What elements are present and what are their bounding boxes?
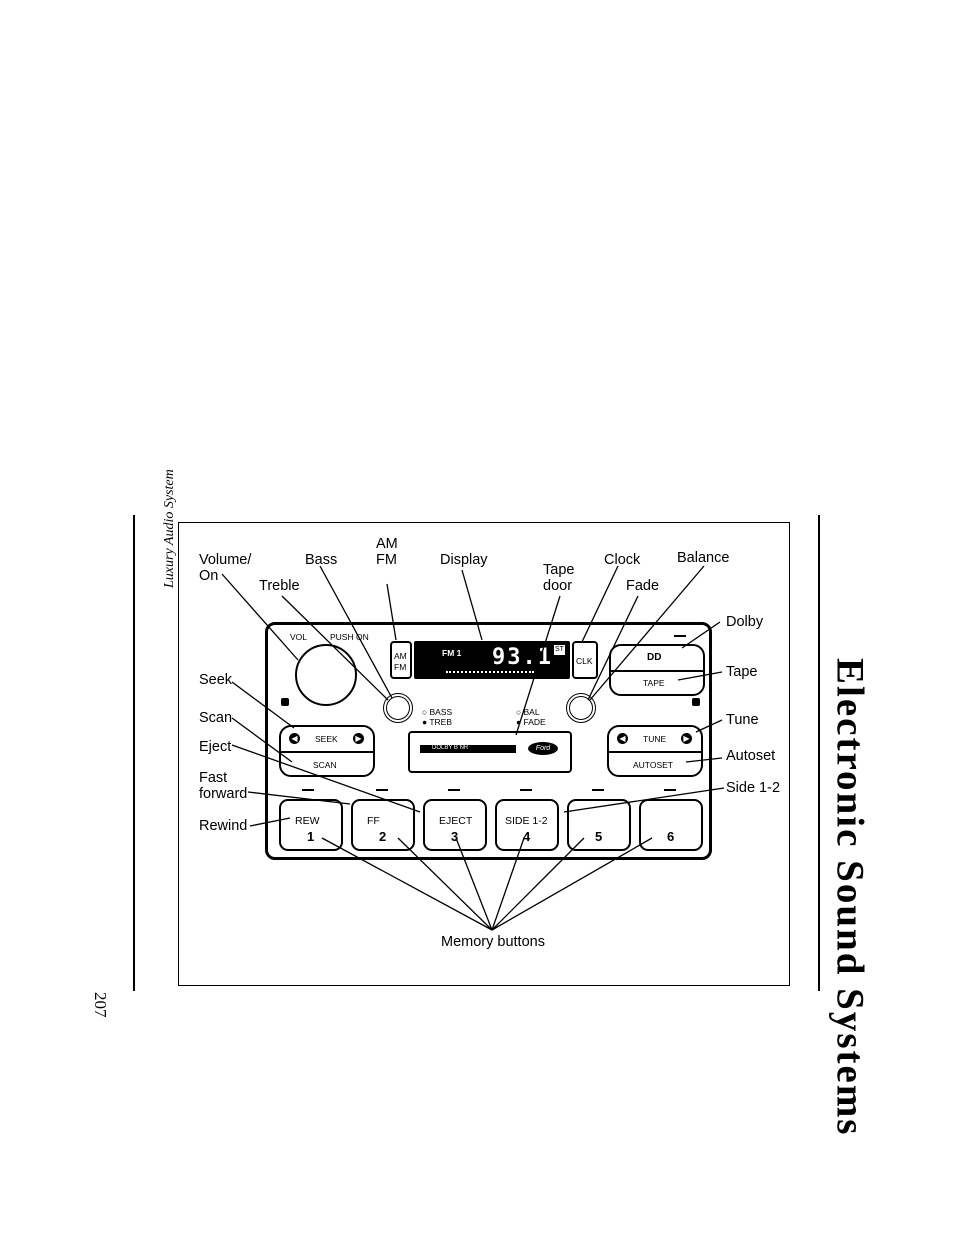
ford-logo: Ford	[528, 742, 558, 755]
callout-am-fm: AM FM	[376, 536, 398, 568]
preset-label: FF	[367, 815, 380, 827]
preset-button-1[interactable]: REW 1	[279, 799, 343, 851]
preset-indicator	[664, 789, 676, 791]
tune-down-icon[interactable]: ◀	[617, 733, 628, 744]
preset-indicator	[376, 789, 388, 791]
seek-right-icon[interactable]: ▶	[353, 733, 364, 744]
seek-left-icon[interactable]: ◀	[289, 733, 300, 744]
radio-unit: VOL PUSH ON AM FM FM 1 93.1 ST CLK ○ BAS…	[265, 622, 712, 860]
preset-button-6[interactable]: 6	[639, 799, 703, 851]
fade-label: ● FADE	[516, 717, 546, 727]
tune-up-icon[interactable]: ▶	[681, 733, 692, 744]
callout-bass: Bass	[305, 552, 338, 568]
figure-frame	[178, 522, 790, 986]
callout-rewind: Rewind	[199, 818, 248, 834]
preset-label: REW	[295, 815, 320, 827]
display-band: FM 1	[442, 648, 462, 658]
preset-indicator	[592, 789, 604, 791]
balance-fade-knob[interactable]	[566, 693, 596, 723]
preset-indicator	[302, 789, 314, 791]
preset-number: 2	[379, 829, 387, 844]
callout-tune: Tune	[726, 712, 759, 728]
preset-button-4[interactable]: SIDE 1-2 4	[495, 799, 559, 851]
tape-indicator	[674, 635, 686, 637]
clock-button[interactable]: CLK	[572, 641, 598, 679]
bass-label: ○ BASS	[422, 707, 453, 717]
preset-label: EJECT	[439, 815, 473, 827]
autoset-button[interactable]: AUTOSET	[633, 760, 673, 770]
seek-scan-control: ◀ SEEK ▶ SCAN	[279, 725, 375, 777]
am-label: AM	[394, 651, 407, 661]
indicator-dot	[692, 698, 700, 706]
tune-autoset-control: ◀ TUNE ▶ AUTOSET	[607, 725, 703, 777]
scan-button[interactable]: SCAN	[313, 760, 337, 770]
callout-display: Display	[440, 552, 488, 568]
callout-autoset: Autoset	[726, 748, 776, 764]
callout-tape-door: Tape door	[543, 562, 575, 594]
tape-door[interactable]: DOLBY B NR Ford	[408, 731, 572, 773]
volume-knob[interactable]	[295, 644, 357, 706]
left-margin-rule	[133, 515, 135, 991]
callout-tape: Tape	[726, 664, 758, 680]
preset-button-5[interactable]: 5	[567, 799, 631, 851]
preset-button-3[interactable]: EJECT 3	[423, 799, 487, 851]
callout-clock: Clock	[604, 552, 641, 568]
dolby-button[interactable]: DD	[647, 652, 662, 663]
treb-label: ● TREB	[422, 717, 453, 727]
preset-indicator	[448, 789, 460, 791]
vol-label: VOL	[290, 632, 308, 642]
dolby-b-nr-label: DOLBY B NR	[432, 745, 469, 751]
signal-bar	[446, 671, 534, 675]
callout-dolby: Dolby	[726, 614, 764, 630]
clk-label: CLK	[576, 656, 593, 666]
preset-label: SIDE 1-2	[505, 815, 548, 827]
callout-fast-forward: Fast forward	[199, 770, 248, 802]
callout-fade: Fade	[626, 578, 660, 594]
right-margin-rule	[818, 515, 820, 991]
preset-number: 1	[307, 829, 315, 844]
bal-label: ○ BAL	[516, 707, 540, 717]
fm-label: FM	[394, 662, 407, 672]
am-fm-button[interactable]: AM FM	[390, 641, 412, 679]
preset-number: 4	[523, 829, 531, 844]
preset-number: 6	[667, 829, 675, 844]
push-on-label: PUSH ON	[330, 632, 369, 642]
dolby-tape-control: DD TAPE	[609, 644, 705, 696]
tune-button[interactable]: TUNE	[643, 734, 667, 744]
callout-seek: Seek	[199, 672, 233, 688]
preset-number: 5	[595, 829, 603, 844]
tape-button[interactable]: TAPE	[643, 678, 665, 688]
seek-button[interactable]: SEEK	[315, 734, 338, 744]
preset-number: 3	[451, 829, 459, 844]
preset-indicator	[520, 789, 532, 791]
callout-treble: Treble	[259, 578, 300, 594]
callout-balance: Balance	[677, 550, 730, 566]
stereo-indicator: ST	[554, 645, 565, 655]
bass-treble-knob[interactable]	[383, 693, 413, 723]
callout-volume-on: Volume/ On	[199, 552, 252, 584]
callout-memory-buttons: Memory buttons	[441, 934, 545, 950]
callout-eject: Eject	[199, 739, 232, 755]
callout-scan: Scan	[199, 710, 233, 726]
preset-button-2[interactable]: FF 2	[351, 799, 415, 851]
indicator-dot	[281, 698, 289, 706]
callout-side-1-2: Side 1-2	[726, 780, 781, 796]
